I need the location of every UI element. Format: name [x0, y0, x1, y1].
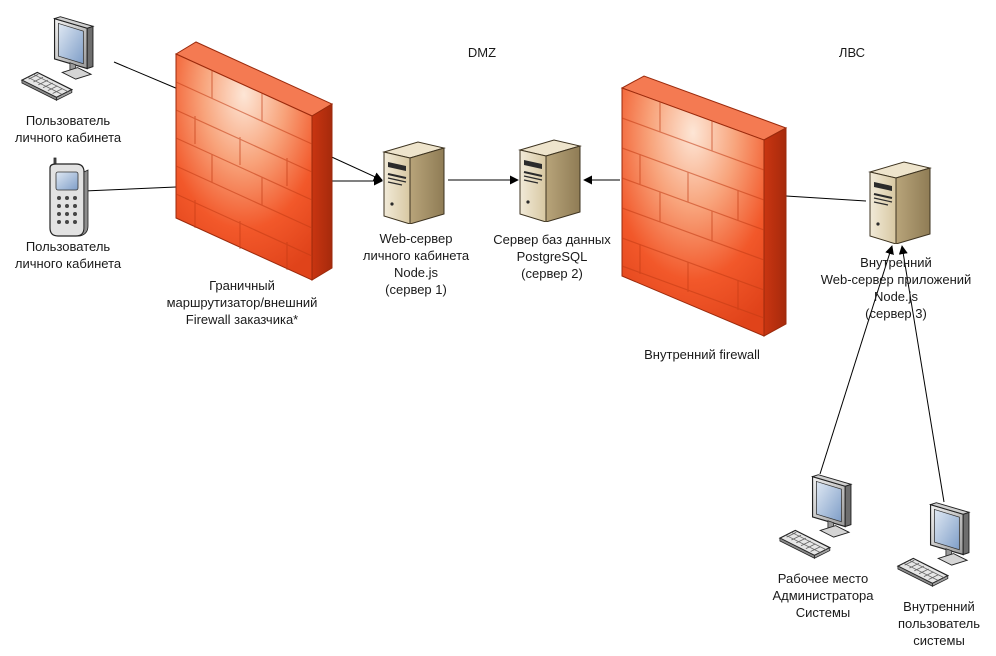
admin-desktop-icon	[779, 474, 852, 559]
label-admin-pc: Рабочее место Администратора Системы	[758, 570, 888, 621]
firewall-brick-wall-icon	[174, 41, 334, 281]
zone-label-dmz: DMZ	[467, 45, 497, 60]
line-phone-to-firewall	[83, 186, 177, 192]
label-line: Системы	[795, 605, 851, 620]
label-internal-user-pc: Внутренний пользователь системы	[886, 598, 992, 649]
label-line: Web-сервер приложений	[820, 272, 972, 287]
label-line: Внутренний firewall	[644, 347, 760, 362]
label-line: Node.js	[873, 289, 919, 304]
label-line: маршрутизатор/внешний	[166, 295, 318, 310]
label-line: личного кабинета	[14, 256, 122, 271]
label-line: Внутренний	[903, 599, 975, 614]
label-line: Пользователь	[25, 239, 111, 254]
label-border-firewall: Граничный маршрутизатор/внешний Firewall…	[152, 277, 332, 328]
label-line: Администратора	[772, 588, 874, 603]
label-line: (сервер 2)	[521, 266, 583, 281]
label-line: личного кабинета	[362, 248, 470, 263]
label-internal-firewall: Внутренний firewall	[632, 346, 772, 363]
label-line: Пользователь	[25, 113, 111, 128]
db-server-icon	[519, 139, 581, 222]
line-user-pc-to-firewall	[113, 61, 179, 90]
label-app-server: Внутренний Web-сервер приложений Node.js…	[808, 254, 984, 322]
label-user-pc: Пользователь личного кабинета	[0, 112, 136, 146]
label-line: PostgreSQL	[516, 249, 588, 264]
web-server-icon	[383, 141, 445, 224]
label-line: пользователь	[897, 616, 981, 631]
label-line: Сервер баз данных	[493, 232, 611, 247]
label-line: личного кабинета	[14, 130, 122, 145]
internal-user-desktop-icon	[897, 502, 970, 587]
zone-label-lan: ЛВС	[838, 45, 866, 60]
label-line: Граничный	[209, 278, 275, 293]
label-line: Рабочее место	[777, 571, 869, 586]
line-app-server-to-internal-firewall	[785, 195, 867, 202]
mobile-phone-icon	[49, 157, 89, 237]
label-line: (сервер 1)	[385, 282, 447, 297]
label-line: (сервер 3)	[865, 306, 927, 321]
label-line: Web-сервер	[379, 231, 453, 246]
line-admin-pc-to-app-server	[819, 245, 894, 475]
label-line: Внутренний	[860, 255, 932, 270]
label-db-server: Сервер баз данных PostgreSQL (сервер 2)	[482, 231, 622, 282]
label-line: системы	[913, 633, 965, 648]
user-desktop-icon	[21, 16, 94, 101]
firewall-brick-wall-icon	[620, 75, 788, 337]
label-web-server: Web-сервер личного кабинета Node.js (сер…	[346, 230, 486, 298]
label-line: Firewall заказчика*	[185, 312, 299, 327]
line-internal-user-pc-to-app-server	[898, 245, 945, 503]
app-server-icon	[869, 161, 931, 244]
label-user-phone: Пользователь личного кабинета	[0, 238, 136, 272]
label-line: Node.js	[393, 265, 439, 280]
